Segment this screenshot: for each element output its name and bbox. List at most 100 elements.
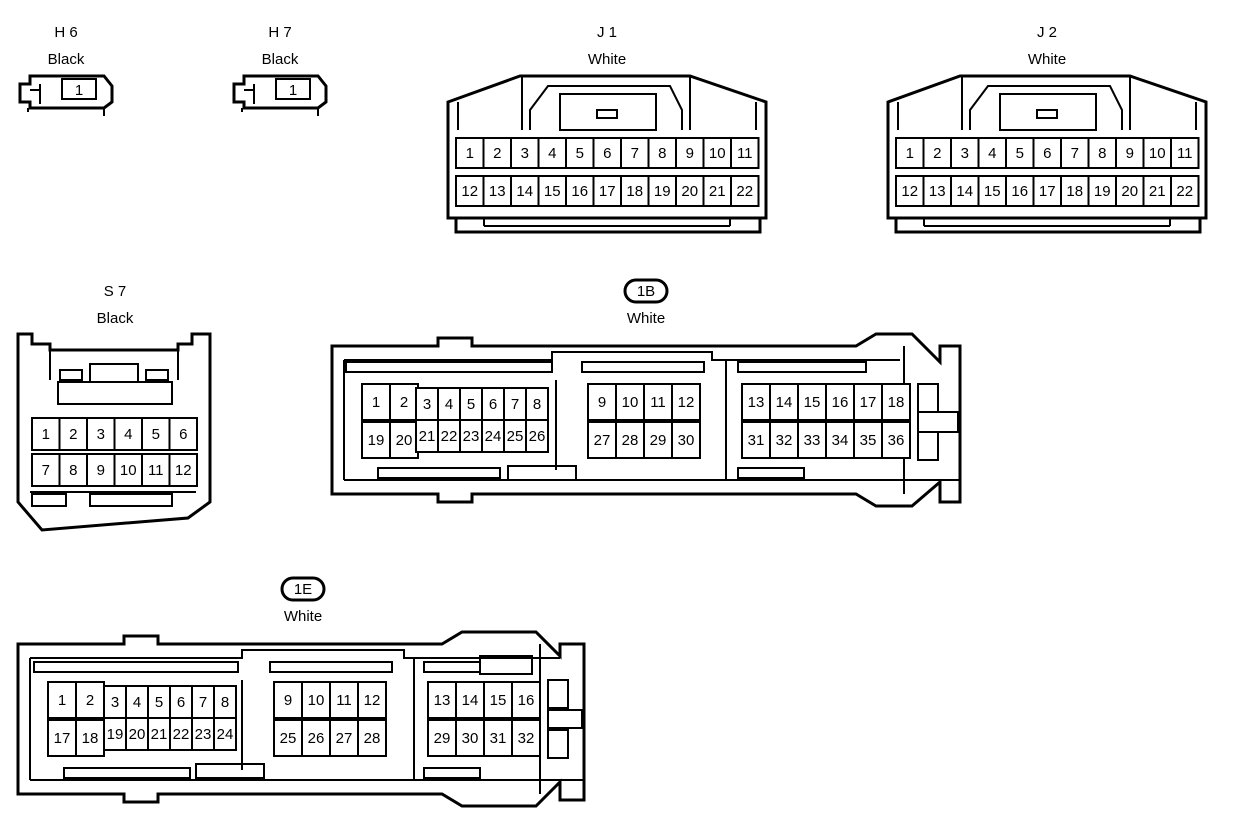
pin-number: 13 bbox=[748, 394, 765, 411]
pin-cavity bbox=[357, 681, 387, 719]
pin-cavity bbox=[730, 175, 760, 207]
pin-number: 20 bbox=[1121, 183, 1138, 200]
pin-number: 12 bbox=[461, 183, 478, 200]
pin-cavity bbox=[511, 719, 541, 757]
pin-number: 24 bbox=[217, 726, 234, 743]
pin-cavity bbox=[47, 719, 77, 757]
pin-cavity bbox=[427, 719, 457, 757]
connector-h6-color: Black bbox=[48, 51, 85, 68]
pin-number: 2 bbox=[400, 394, 408, 411]
pin-cavity bbox=[895, 175, 925, 207]
pin-cavity bbox=[950, 175, 980, 207]
pin-number: 13 bbox=[434, 692, 451, 709]
pin-number: 7 bbox=[1071, 145, 1079, 162]
pin-number: 12 bbox=[901, 183, 918, 200]
pin-cavity bbox=[565, 137, 595, 169]
pin-cavity bbox=[113, 453, 143, 487]
pin-cavity bbox=[702, 175, 732, 207]
pin-number: 6 bbox=[177, 694, 185, 711]
pin-cavity bbox=[58, 453, 88, 487]
pin-number: 9 bbox=[686, 145, 694, 162]
pin-cavity bbox=[881, 421, 911, 459]
pin-number: 12 bbox=[175, 462, 192, 479]
pin-number: 5 bbox=[1016, 145, 1024, 162]
pin-number: 17 bbox=[54, 730, 71, 747]
pin-number: 22 bbox=[736, 183, 753, 200]
pin-number: 9 bbox=[598, 394, 606, 411]
connector-h7-color: Black bbox=[262, 51, 299, 68]
connector-j1-id: J 1 bbox=[597, 24, 617, 41]
pin-number: 8 bbox=[658, 145, 666, 162]
pin-number: 11 bbox=[1177, 145, 1193, 162]
pin-cavity bbox=[510, 137, 540, 169]
pin-number: 11 bbox=[737, 145, 753, 162]
pin-number: 17 bbox=[599, 183, 616, 200]
pin-number: 11 bbox=[148, 462, 164, 479]
pin-number: 6 bbox=[603, 145, 611, 162]
pin-number: 6 bbox=[1043, 145, 1051, 162]
pin-cavity bbox=[455, 681, 485, 719]
pin-number: 12 bbox=[678, 394, 695, 411]
pin-number: 5 bbox=[155, 694, 163, 711]
pin-number: 2 bbox=[69, 426, 77, 443]
connector-j2-color: White bbox=[1028, 51, 1066, 68]
pin-number: 20 bbox=[681, 183, 698, 200]
pin-number: 28 bbox=[622, 432, 639, 449]
pin-cavity bbox=[1032, 137, 1062, 169]
pin-cavity bbox=[389, 421, 419, 459]
pin-number: 17 bbox=[860, 394, 877, 411]
pin-cavity bbox=[741, 421, 771, 459]
pin-cavity bbox=[31, 453, 61, 487]
pin-number: 1 bbox=[42, 426, 50, 443]
pin-number: 9 bbox=[97, 462, 105, 479]
pin-cavity bbox=[587, 383, 617, 421]
pin-cavity bbox=[510, 175, 540, 207]
pin-number: 1 bbox=[906, 145, 914, 162]
pin-number: 31 bbox=[748, 432, 765, 449]
pin-number: 9 bbox=[1126, 145, 1134, 162]
pin-cavity bbox=[769, 383, 799, 421]
pin-cavity bbox=[1170, 175, 1200, 207]
pin-number: 36 bbox=[888, 432, 905, 449]
pin-cavity bbox=[587, 421, 617, 459]
pin-cavity bbox=[361, 421, 391, 459]
pin-number: 18 bbox=[888, 394, 905, 411]
pin-number: 8 bbox=[533, 396, 541, 413]
pin-number: 30 bbox=[678, 432, 695, 449]
pin-number: 2 bbox=[493, 145, 501, 162]
pin-cavity bbox=[592, 137, 622, 169]
pin-cavity bbox=[922, 175, 952, 207]
pin-cavity bbox=[168, 417, 198, 451]
connector-j2-id: J 2 bbox=[1037, 24, 1057, 41]
pin-number: 16 bbox=[518, 692, 535, 709]
pin-number: 7 bbox=[511, 396, 519, 413]
pin-cavity bbox=[1005, 137, 1035, 169]
connector-j1-color: White bbox=[588, 51, 626, 68]
pin-cavity bbox=[273, 719, 303, 757]
pin-number: 31 bbox=[490, 730, 507, 747]
pin-number: 14 bbox=[516, 183, 533, 200]
pin-cavity bbox=[301, 719, 331, 757]
connector-1e-color: White bbox=[284, 608, 322, 625]
pin-cavity bbox=[213, 717, 237, 751]
pin-cavity bbox=[671, 421, 701, 459]
pin-number: 16 bbox=[1011, 183, 1028, 200]
pin-number: 2 bbox=[86, 692, 94, 709]
pin-number: 8 bbox=[1098, 145, 1106, 162]
pin-number: 5 bbox=[152, 426, 160, 443]
pin-cavity bbox=[647, 137, 677, 169]
pin-number: 27 bbox=[594, 432, 611, 449]
pin-number: 25 bbox=[507, 428, 524, 445]
connector-h7: H 7 Black 1 bbox=[232, 24, 328, 116]
pin-cavity bbox=[141, 453, 171, 487]
pin-cavity bbox=[881, 383, 911, 421]
pin-number: 10 bbox=[120, 462, 137, 479]
pin-cavity bbox=[825, 383, 855, 421]
connector-h6-id: H 6 bbox=[54, 24, 77, 41]
